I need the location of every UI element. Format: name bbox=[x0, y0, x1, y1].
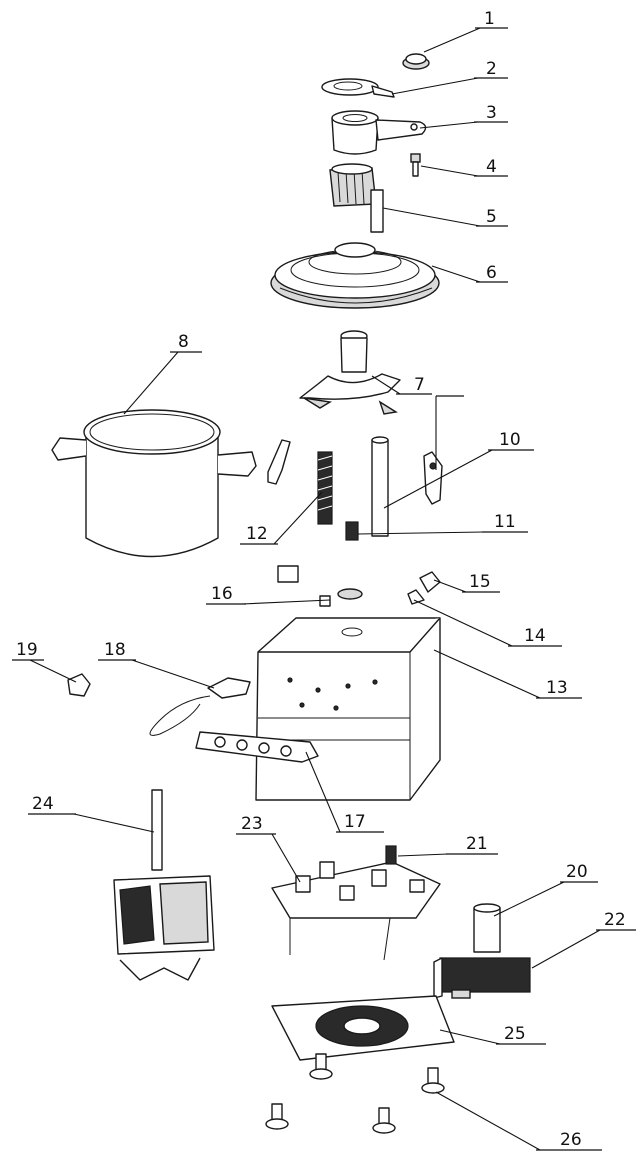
callout-label: 20 bbox=[566, 862, 588, 882]
callout-20: 20 bbox=[493, 862, 598, 917]
callout-10: 10 bbox=[383, 395, 534, 509]
callout-3: 3 bbox=[419, 103, 508, 129]
part-19-cord-clip bbox=[67, 673, 91, 697]
part-8-pot bbox=[51, 409, 257, 558]
callout-19: 19 bbox=[12, 640, 77, 683]
part-5-shaft-holder bbox=[329, 163, 384, 233]
part-4-screw bbox=[410, 153, 421, 177]
callout-7: 7 bbox=[371, 375, 432, 395]
part-13-housing bbox=[255, 617, 441, 801]
part-7-blade-assembly bbox=[299, 330, 401, 415]
callout-26: 26 bbox=[435, 1091, 602, 1151]
callout-label: 6 bbox=[486, 263, 497, 283]
callout-label: 26 bbox=[560, 1130, 582, 1150]
callout-label: 7 bbox=[414, 375, 425, 395]
part-2-lid-plate bbox=[321, 78, 395, 98]
part-22-heat-sink bbox=[433, 957, 531, 999]
callout-22: 22 bbox=[531, 910, 636, 969]
callout-label: 25 bbox=[504, 1024, 526, 1044]
callout-label: 13 bbox=[546, 678, 568, 698]
callout-13: 13 bbox=[433, 649, 582, 699]
callout-label: 18 bbox=[104, 640, 126, 660]
callout-18: 18 bbox=[98, 640, 215, 689]
part-11-rod-spring bbox=[345, 436, 389, 541]
callout-label: 8 bbox=[178, 332, 189, 352]
callout-15: 15 bbox=[433, 572, 500, 593]
callout-label: 17 bbox=[344, 812, 366, 832]
callout-label: 2 bbox=[486, 59, 497, 79]
callout-label: 14 bbox=[524, 626, 546, 646]
callout-label: 22 bbox=[604, 910, 626, 930]
part-12-spring bbox=[317, 451, 333, 525]
callout-21: 21 bbox=[397, 834, 498, 857]
callout-25: 25 bbox=[439, 1024, 546, 1045]
part-21-23-circuit-board bbox=[271, 845, 441, 961]
part-1-knob bbox=[402, 53, 430, 70]
part-25-base-plate bbox=[271, 995, 455, 1061]
callout-label: 15 bbox=[469, 572, 491, 592]
callout-label: 16 bbox=[211, 584, 233, 604]
callout-label: 10 bbox=[499, 430, 521, 450]
callout-12: 12 bbox=[240, 491, 323, 545]
part-10-lever bbox=[423, 451, 443, 505]
switch-clip-part bbox=[277, 565, 299, 583]
callout-label: 23 bbox=[241, 814, 263, 834]
part-20-capacitor bbox=[473, 903, 501, 953]
callout-16: 16 bbox=[206, 584, 331, 605]
part-24-motor bbox=[113, 789, 215, 981]
callout-23: 23 bbox=[236, 814, 301, 883]
callout-4: 4 bbox=[420, 157, 508, 177]
callout-label: 24 bbox=[32, 794, 54, 814]
part-18-power-cord bbox=[149, 677, 251, 736]
callout-1: 1 bbox=[423, 9, 508, 53]
callout-8: 8 bbox=[123, 332, 202, 415]
callout-6: 6 bbox=[431, 263, 508, 283]
callout-label: 19 bbox=[16, 640, 38, 660]
callout-5: 5 bbox=[382, 207, 508, 227]
part-17-control-panel bbox=[195, 731, 319, 763]
callout-17: 17 bbox=[305, 751, 384, 833]
part-26-feet bbox=[265, 1053, 445, 1134]
callout-label: 11 bbox=[494, 512, 516, 532]
callout-label: 4 bbox=[486, 157, 497, 177]
callout-11: 11 bbox=[357, 512, 528, 535]
part-14-15-microswitch bbox=[407, 571, 441, 605]
part-16-coupler bbox=[319, 588, 363, 607]
latch-part bbox=[267, 439, 291, 485]
callout-24: 24 bbox=[28, 794, 155, 833]
callout-14: 14 bbox=[413, 599, 562, 647]
callout-label: 12 bbox=[246, 524, 268, 544]
part-6-lid bbox=[270, 242, 440, 309]
part-3-filter-cup bbox=[331, 110, 427, 155]
callout-label: 1 bbox=[484, 9, 495, 29]
callout-label: 5 bbox=[486, 207, 497, 227]
callout-label: 3 bbox=[486, 103, 497, 123]
callout-2: 2 bbox=[391, 59, 508, 95]
callout-label: 21 bbox=[466, 834, 488, 854]
